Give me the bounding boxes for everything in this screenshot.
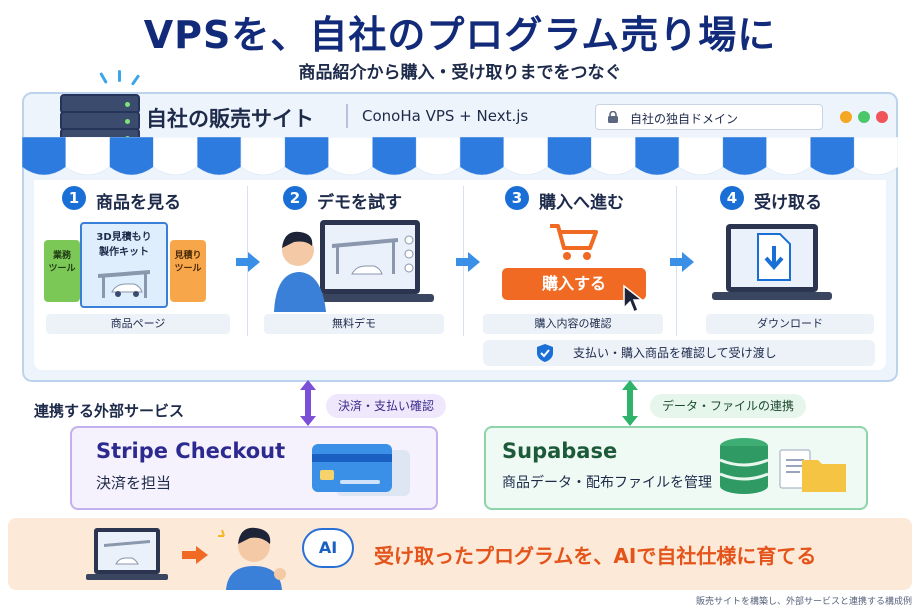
arrow-right-icon [670, 252, 694, 272]
shield-check-icon [537, 344, 553, 362]
double-arrow-green [622, 380, 638, 426]
step-label: 受け取る [754, 193, 822, 213]
step-number: 1 [62, 186, 86, 210]
awning-stripe [503, 137, 548, 176]
product-card-main: 3D見積もり 製作キット [80, 222, 168, 308]
stripe-name: Stripe Checkout [96, 439, 286, 463]
files-folder-icon [779, 449, 846, 492]
demo-laptop-icon [274, 220, 434, 312]
stripe-desc: 決済を担当 [96, 474, 172, 492]
awning-stripe [153, 137, 198, 176]
window-dot-green[interactable] [858, 111, 870, 123]
page-subtitle: 商品紹介から購入・受け取りまでをつなぐ [298, 63, 622, 83]
step-number: 2 [283, 186, 307, 210]
lock-icon [608, 111, 618, 123]
car-carport-icon [98, 270, 150, 298]
confirm-bar: 支払い・購入商品を確認して受け渡し [483, 340, 875, 366]
download-laptop-icon [712, 224, 832, 300]
window-dot-orange[interactable] [840, 111, 852, 123]
awning-stripe [328, 137, 373, 176]
buy-button[interactable]: 購入する [502, 268, 646, 300]
product-card-right: 見積り ツール [170, 240, 206, 302]
cursor-icon [623, 284, 645, 314]
supabase-desc: 商品データ・配布ファイルを管理 [502, 475, 712, 491]
supabase-name: Supabase [502, 439, 618, 463]
step-number: 3 [505, 186, 529, 210]
awning-stripe [284, 137, 329, 176]
credit-card-icon [312, 444, 410, 496]
window-dot-red[interactable] [876, 111, 888, 123]
awning-stripe [196, 137, 242, 176]
step-label: 商品を見る [96, 193, 181, 213]
site-title: 自社の販売サイト [146, 107, 314, 131]
awning-stripe [766, 137, 811, 176]
stripe-chip: 決済・支払い確認 [326, 394, 447, 418]
page-title: VPSを、自社のプログラム売り場に [143, 13, 777, 57]
arrow-right-icon [456, 252, 480, 272]
step-caption: ダウンロード [706, 314, 874, 334]
banner-text: 受け取ったプログラムを、AIで自社仕様に育てる [374, 544, 817, 568]
double-arrow-purple [300, 380, 316, 426]
awning-stripe [591, 137, 636, 176]
step-caption: 商品ページ [46, 314, 230, 334]
footnote: 販売サイトを構築し、外部サービスと連携する構成例 [695, 597, 912, 607]
step-caption: 購入内容の確認 [483, 314, 663, 334]
awning-stripe [722, 137, 767, 176]
ai-bubble: AI [302, 528, 354, 568]
address-bar[interactable]: 自社の独自ドメイン [595, 104, 823, 130]
step-label: デモを試す [317, 193, 402, 213]
awning-stripe [547, 137, 592, 176]
step-caption: 無料デモ [264, 314, 444, 334]
step-number: 4 [720, 186, 744, 210]
awning-stripe [22, 137, 67, 176]
address-text: 自社の独自ドメイン [630, 112, 739, 126]
arrow-right-icon [236, 252, 260, 272]
site-stack: ConoHa VPS + Next.js [362, 107, 529, 125]
awning-stripe [109, 137, 154, 176]
awning-stripe [810, 137, 855, 176]
awning-stripe [853, 137, 898, 176]
person-icon [218, 527, 286, 590]
external-services-title: 連携する外部サービス [34, 402, 185, 420]
awning-stripe [372, 137, 417, 176]
shop-awning [22, 137, 898, 176]
awning-stripe [415, 137, 461, 176]
awning-stripe [65, 137, 110, 176]
database-icon [719, 438, 769, 494]
divider [346, 104, 348, 128]
laptop-carport-icon [86, 528, 168, 580]
awning-stripe [459, 137, 505, 176]
supabase-chip: データ・ファイルの連携 [650, 394, 807, 418]
product-card-left: 業務 ツール [44, 240, 80, 302]
awning-stripe [678, 137, 724, 176]
awning-stripe [240, 137, 286, 176]
awning-stripe [634, 137, 680, 176]
arrow-right-orange-icon [182, 546, 208, 564]
step-label: 購入へ進む [539, 193, 624, 213]
cart-icon [550, 224, 598, 260]
spark-icon [118, 70, 121, 82]
